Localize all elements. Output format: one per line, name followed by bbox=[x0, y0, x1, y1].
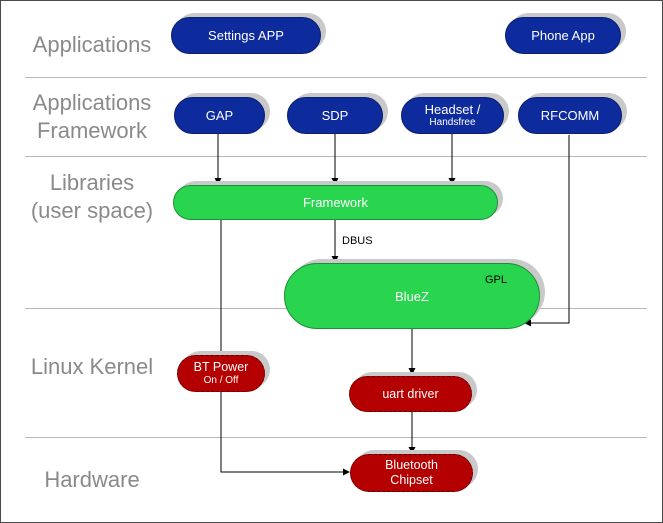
gap-node[interactable]: GAP bbox=[174, 97, 265, 134]
headset-label: Headset / bbox=[424, 102, 481, 117]
handsfree-label: Handsfree bbox=[429, 117, 476, 128]
rfcomm-label: RFCOMM bbox=[540, 108, 600, 123]
settings-app-label: Settings APP bbox=[208, 28, 284, 43]
phone-app-label: Phone App bbox=[531, 28, 595, 43]
layer-app-framework-line1: Applications bbox=[32, 90, 152, 115]
bt-power-node[interactable]: BT Power On / Off bbox=[177, 355, 265, 392]
bluetooth-chipset-node[interactable]: Bluetooth Chipset bbox=[350, 454, 473, 492]
layer-label-linux-kernel: Linux Kernel bbox=[7, 353, 177, 381]
layer-kernel-text: Linux Kernel bbox=[30, 354, 154, 379]
layer-hardware-text: Hardware bbox=[44, 467, 140, 492]
layer-divider bbox=[25, 156, 647, 157]
headset-handsfree-node[interactable]: Headset / Handsfree bbox=[401, 97, 504, 134]
dbus-label: DBUS bbox=[342, 235, 373, 247]
rfcomm-to-bluez-arrow bbox=[524, 135, 570, 327]
framework-to-chipset-arrow bbox=[220, 220, 350, 476]
gpl-label: GPL bbox=[485, 274, 508, 286]
layer-label-libraries: Libraries (user space) bbox=[7, 169, 177, 225]
on-off-label: On / Off bbox=[203, 375, 239, 386]
layer-libraries-line2: (user space) bbox=[30, 198, 154, 223]
gap-label: GAP bbox=[205, 108, 234, 123]
layer-label-applications: Applications bbox=[7, 31, 177, 59]
bt-power-label: BT Power bbox=[193, 360, 249, 374]
layer-app-framework-line2: Framework bbox=[36, 118, 147, 143]
uart-driver-label: uart driver bbox=[382, 387, 439, 401]
sdp-label: SDP bbox=[321, 108, 349, 123]
framework-node[interactable]: Framework bbox=[173, 185, 498, 220]
settings-app-node[interactable]: Settings APP bbox=[171, 17, 321, 54]
layer-label-hardware: Hardware bbox=[7, 466, 177, 494]
rfcomm-node[interactable]: RFCOMM bbox=[518, 97, 622, 134]
bluetooth-label: Bluetooth bbox=[385, 458, 438, 472]
layer-divider bbox=[25, 77, 647, 78]
phone-app-node[interactable]: Phone App bbox=[505, 17, 621, 54]
layer-divider bbox=[25, 437, 647, 438]
layer-libraries-line1: Libraries bbox=[49, 170, 135, 195]
layer-label-applications-framework: Applications Framework bbox=[7, 89, 177, 145]
chipset-label: Chipset bbox=[390, 473, 433, 487]
layer-applications-text: Applications bbox=[32, 32, 152, 57]
bluez-node[interactable]: BlueZ bbox=[284, 263, 540, 329]
bluez-label: BlueZ bbox=[395, 288, 429, 304]
sdp-node[interactable]: SDP bbox=[287, 97, 383, 134]
framework-label: Framework bbox=[302, 195, 368, 210]
uart-driver-node[interactable]: uart driver bbox=[349, 376, 472, 412]
